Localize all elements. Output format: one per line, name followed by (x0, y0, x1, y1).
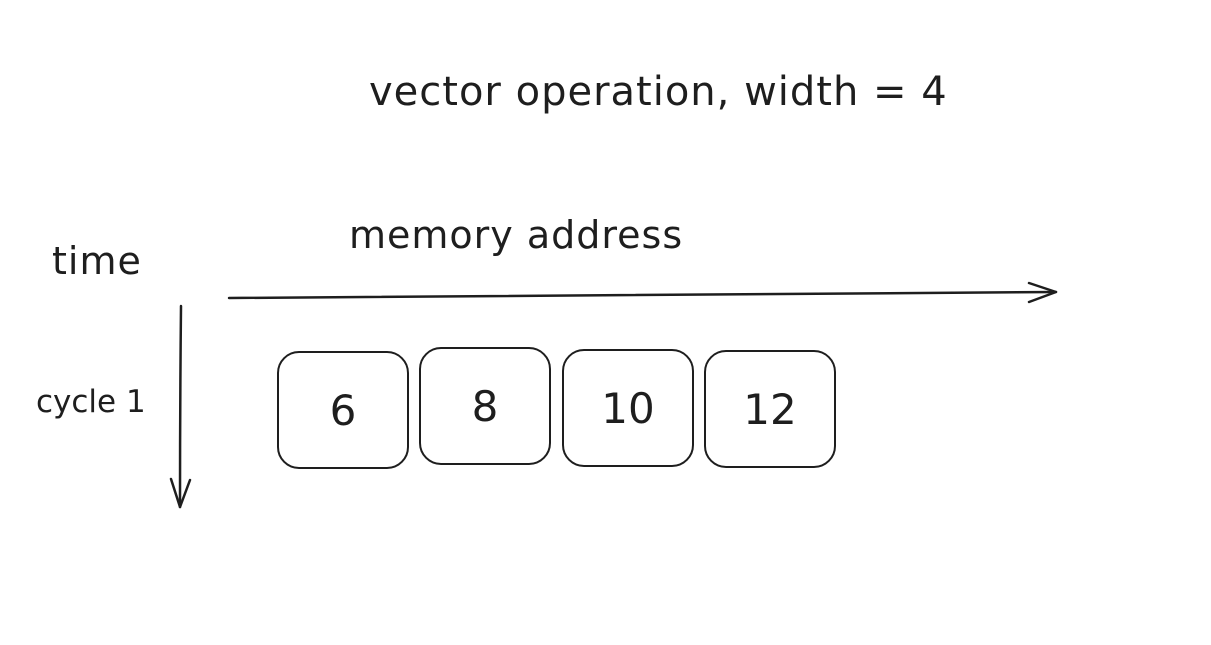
memory-cell: 8 (419, 347, 551, 465)
time-arrow-line (178, 304, 183, 509)
diagram-title: vector operation, width = 4 (369, 69, 948, 115)
memory-address-arrow-line (227, 290, 1058, 300)
memory-cell: 6 (277, 351, 409, 469)
memory-cell-value: 6 (329, 385, 357, 435)
memory-cell-value: 8 (471, 381, 499, 431)
memory-cell: 12 (704, 350, 836, 468)
time-axis-label: time (52, 239, 142, 283)
memory-address-axis-label: memory address (349, 213, 684, 257)
memory-cell: 10 (562, 349, 694, 467)
memory-cell-value: 12 (743, 384, 797, 434)
memory-cell-value: 10 (601, 383, 655, 433)
time-arrow-head (169, 477, 192, 509)
memory-address-arrow-head (1027, 281, 1058, 304)
cycle-row-label: cycle 1 (36, 384, 146, 420)
